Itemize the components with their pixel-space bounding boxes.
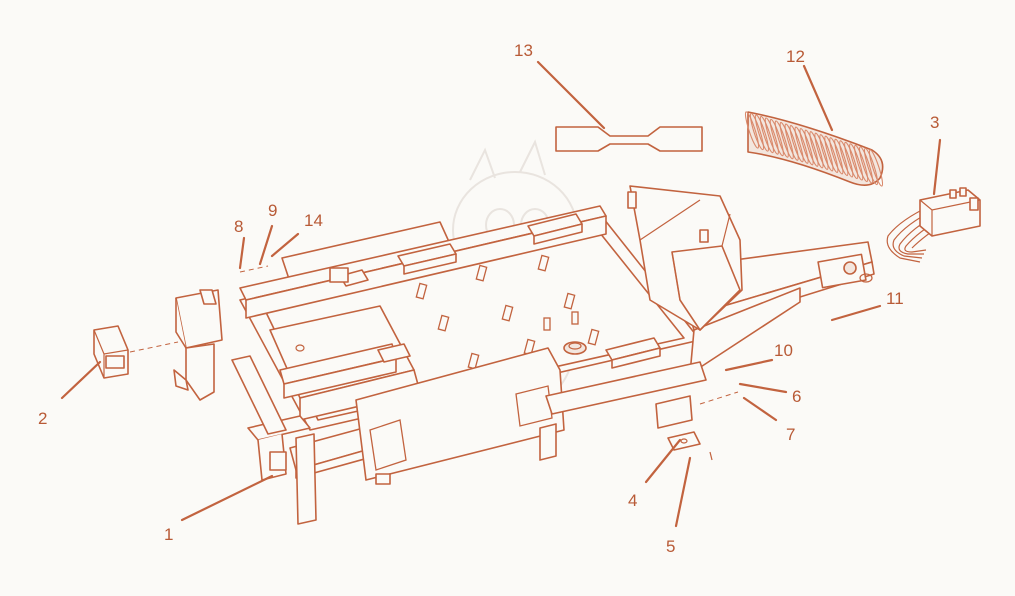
hose-ring xyxy=(789,125,804,163)
callout-4: 4 xyxy=(628,491,637,510)
hose-ring xyxy=(804,129,819,167)
hose-ring xyxy=(814,132,829,170)
leader-lines xyxy=(60,60,942,528)
hose-ring xyxy=(769,118,784,157)
hose-ring xyxy=(849,143,864,181)
hose-ring xyxy=(834,138,849,177)
callout-7: 7 xyxy=(786,425,795,444)
hose-ring xyxy=(774,120,789,158)
callout-11: 11 xyxy=(886,289,904,308)
callout-2: 2 xyxy=(38,409,47,428)
callout-6: 6 xyxy=(792,387,801,406)
callout-9: 9 xyxy=(268,201,277,220)
callout-12: 12 xyxy=(786,47,805,66)
hose-ring xyxy=(854,144,869,183)
part-strap xyxy=(555,126,703,152)
hose-ring xyxy=(764,117,779,155)
callout-13: 13 xyxy=(514,41,533,60)
hose-ring xyxy=(784,123,799,161)
part-bolt xyxy=(709,451,713,461)
part-wire-harness xyxy=(886,187,981,263)
hose-ring xyxy=(749,112,765,151)
hose-ring xyxy=(799,128,814,166)
callout-5: 5 xyxy=(666,537,675,556)
hose-ring xyxy=(839,140,854,178)
hose-ring xyxy=(844,141,859,180)
hose-ring xyxy=(829,137,844,175)
hose-ring xyxy=(759,115,774,154)
part-corrugated-hose xyxy=(744,111,884,187)
hose-ring xyxy=(744,111,760,149)
hose-ring xyxy=(824,135,839,173)
hose-ring xyxy=(779,121,794,160)
callout-10: 10 xyxy=(774,341,793,360)
hose-ring xyxy=(809,131,824,169)
hose-ring xyxy=(794,126,809,164)
callout-labels: 1 2 3 4 5 6 7 8 9 14 10 11 12 13 xyxy=(38,41,939,556)
callout-1: 1 xyxy=(164,525,173,544)
hose-ring xyxy=(754,114,769,152)
callout-8: 8 xyxy=(234,217,243,236)
part-main-frame xyxy=(173,185,875,525)
part-end-cap xyxy=(93,325,129,379)
assembly-lines xyxy=(129,265,739,405)
hose-ring xyxy=(819,134,834,172)
hose-ring xyxy=(859,146,874,184)
hose-ring xyxy=(863,147,879,186)
hose-ring xyxy=(868,149,884,187)
callout-10-label-14: 14 xyxy=(304,211,323,230)
callout-3: 3 xyxy=(930,113,939,132)
